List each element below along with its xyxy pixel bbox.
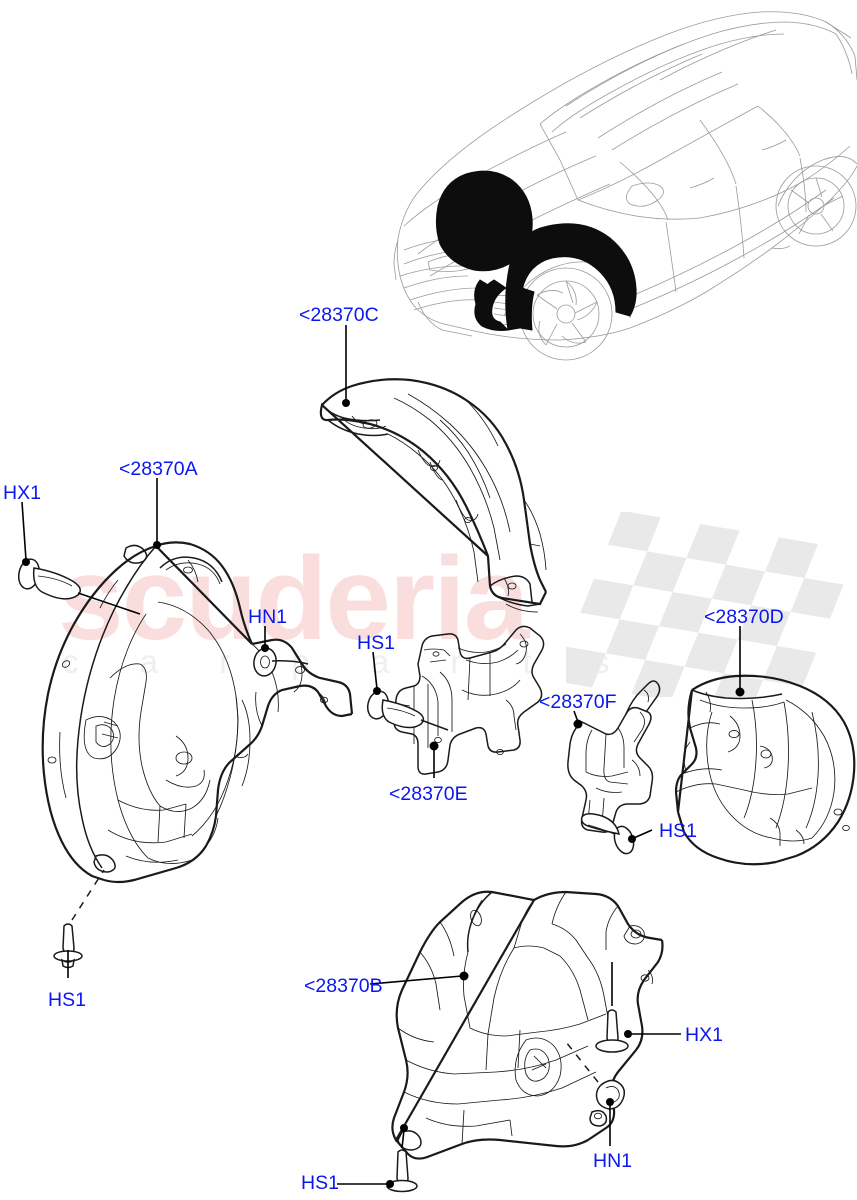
callout-HN1-right: HN1 (593, 1150, 633, 1172)
fastener-HN1-right (595, 1079, 626, 1110)
part-28370F (567, 680, 661, 833)
part-28370B (391, 890, 664, 1160)
fastener-HX1-left (17, 558, 81, 600)
part-28370E (393, 625, 545, 775)
fastener-HS1-f (580, 813, 635, 855)
callout-HS1-left: HS1 (48, 989, 86, 1011)
callout-HS1-e: HS1 (357, 632, 395, 654)
fastener-HS1-e (366, 690, 449, 731)
leader-lines (21, 325, 745, 1188)
callout-HX1-left: HX1 (3, 482, 41, 504)
callout-28370A: <28370A (119, 458, 198, 480)
callout-HS1-f: HS1 (659, 820, 697, 842)
callout-28370E: <28370E (389, 783, 468, 805)
callout-28370B: <28370B (304, 975, 383, 997)
callout-28370F: <28370F (539, 691, 617, 713)
part-28370D (674, 674, 856, 866)
part-28370C (319, 378, 547, 613)
fastener-HN1-mid (253, 647, 309, 677)
callout-HN1-mid: HN1 (248, 606, 288, 628)
fastener-HX1-right (595, 1009, 629, 1053)
callout-HX1-right: HX1 (685, 1024, 723, 1046)
vehicle-illustration (393, 11, 857, 361)
part-28370A (41, 541, 354, 884)
callout-28370C: <28370C (299, 304, 379, 326)
fastener-HS1-bottom (386, 1149, 418, 1193)
callout-28370D: <28370D (704, 606, 784, 628)
callout-HS1-bottom: HS1 (301, 1172, 339, 1194)
